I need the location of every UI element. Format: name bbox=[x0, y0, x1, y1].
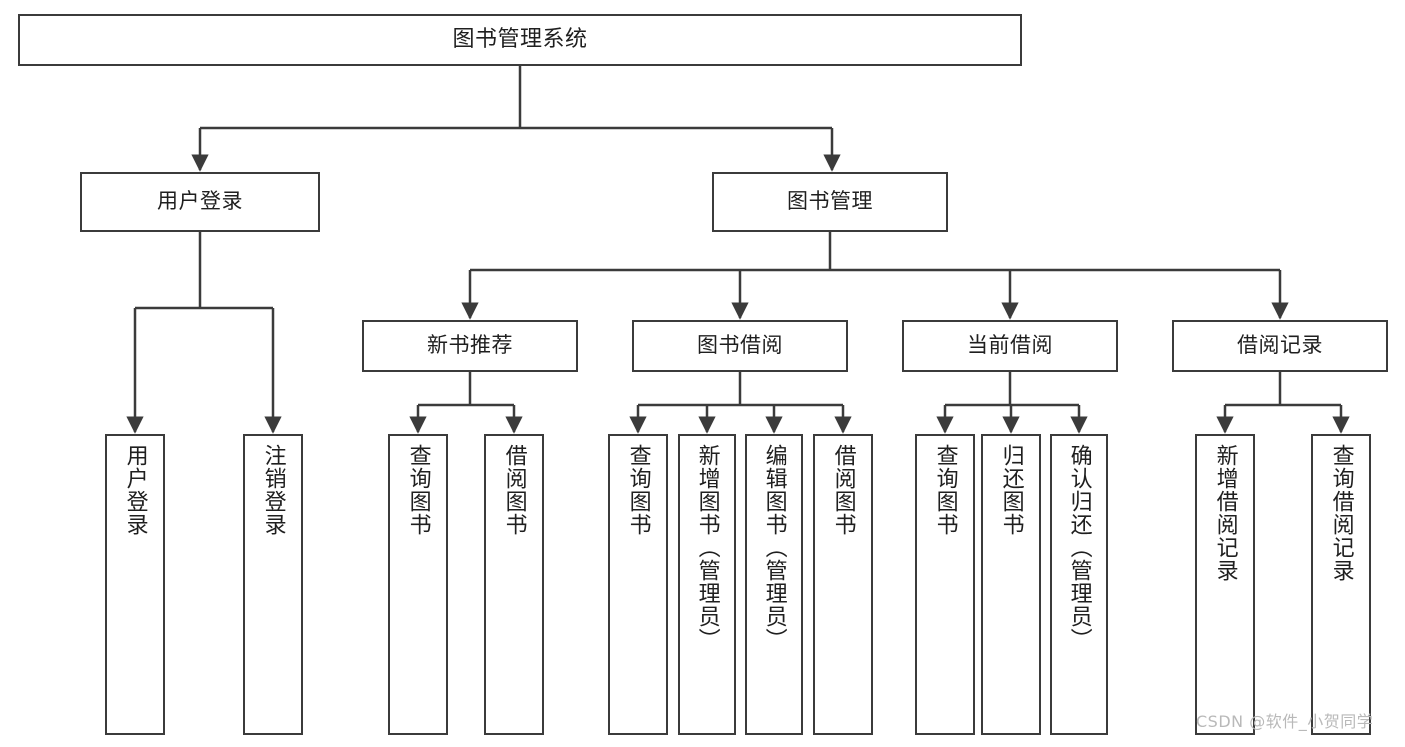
node-user-login-label: 用户登录 bbox=[157, 189, 243, 214]
node-leaf-add-record[interactable]: 新增借阅记录 bbox=[1195, 434, 1255, 735]
node-borrow-record-label: 借阅记录 bbox=[1237, 333, 1323, 358]
node-leaf-query-record[interactable]: 查询借阅记录 bbox=[1311, 434, 1371, 735]
node-book-manage-label: 图书管理 bbox=[787, 189, 873, 214]
node-leaf-query-book-2-label: 查询图书 bbox=[625, 444, 651, 536]
node-leaf-add-book-label: 新增图书（管理员） bbox=[694, 444, 720, 651]
node-user-login[interactable]: 用户登录 bbox=[80, 172, 320, 232]
node-leaf-borrow-book-1-label: 借阅图书 bbox=[501, 444, 527, 536]
node-leaf-query-book-1-label: 查询图书 bbox=[405, 444, 431, 536]
node-leaf-borrow-book-2[interactable]: 借阅图书 bbox=[813, 434, 873, 735]
node-current-borrow-label: 当前借阅 bbox=[967, 333, 1053, 358]
node-leaf-return-book-label: 归还图书 bbox=[998, 444, 1024, 536]
node-book-borrow[interactable]: 图书借阅 bbox=[632, 320, 848, 372]
node-leaf-edit-book-label: 编辑图书（管理员） bbox=[761, 444, 787, 651]
node-leaf-confirm-return-label: 确认归还（管理员） bbox=[1066, 444, 1092, 651]
node-leaf-user-login-label: 用户登录 bbox=[122, 444, 148, 536]
node-book-borrow-label: 图书借阅 bbox=[697, 333, 783, 358]
node-leaf-query-record-label: 查询借阅记录 bbox=[1328, 444, 1354, 582]
node-new-book-recommend[interactable]: 新书推荐 bbox=[362, 320, 578, 372]
node-book-manage[interactable]: 图书管理 bbox=[712, 172, 948, 232]
node-root-label: 图书管理系统 bbox=[452, 26, 588, 52]
node-leaf-user-logout-label: 注销登录 bbox=[260, 444, 286, 536]
watermark: CSDN @软件_小贺同学 bbox=[1196, 712, 1374, 731]
node-leaf-confirm-return[interactable]: 确认归还（管理员） bbox=[1050, 434, 1108, 735]
node-leaf-return-book[interactable]: 归还图书 bbox=[981, 434, 1041, 735]
node-leaf-query-book-3[interactable]: 查询图书 bbox=[915, 434, 975, 735]
node-leaf-borrow-book-1[interactable]: 借阅图书 bbox=[484, 434, 544, 735]
node-leaf-add-book[interactable]: 新增图书（管理员） bbox=[678, 434, 736, 735]
node-leaf-edit-book[interactable]: 编辑图书（管理员） bbox=[745, 434, 803, 735]
node-new-book-recommend-label: 新书推荐 bbox=[427, 333, 513, 358]
node-root[interactable]: 图书管理系统 bbox=[18, 14, 1022, 66]
node-leaf-query-book-1[interactable]: 查询图书 bbox=[388, 434, 448, 735]
node-borrow-record[interactable]: 借阅记录 bbox=[1172, 320, 1388, 372]
node-leaf-query-book-3-label: 查询图书 bbox=[932, 444, 958, 536]
node-current-borrow[interactable]: 当前借阅 bbox=[902, 320, 1118, 372]
node-leaf-user-logout[interactable]: 注销登录 bbox=[243, 434, 303, 735]
node-leaf-add-record-label: 新增借阅记录 bbox=[1212, 444, 1238, 582]
node-leaf-user-login[interactable]: 用户登录 bbox=[105, 434, 165, 735]
node-leaf-query-book-2[interactable]: 查询图书 bbox=[608, 434, 668, 735]
node-leaf-borrow-book-2-label: 借阅图书 bbox=[830, 444, 856, 536]
